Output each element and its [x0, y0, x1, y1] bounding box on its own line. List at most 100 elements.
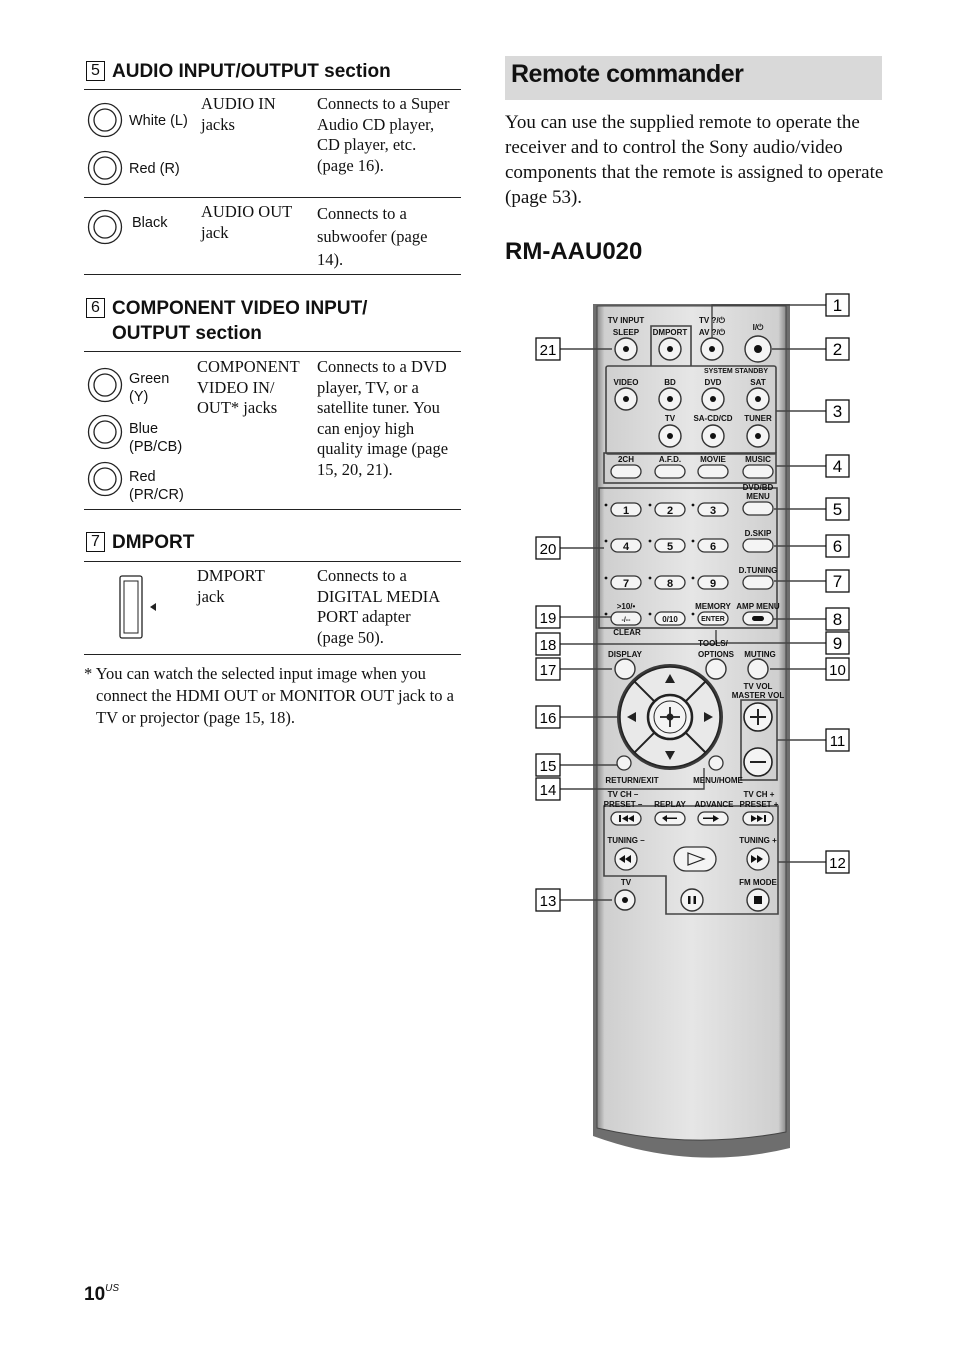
num-6-button[interactable] — [697, 538, 729, 553]
label-menu: MENU — [746, 492, 770, 501]
label-bd: BD — [664, 378, 676, 387]
options-button[interactable] — [705, 658, 727, 680]
play-button[interactable] — [673, 846, 717, 872]
svg-text:4: 4 — [623, 541, 630, 553]
label-movie: MOVIE — [700, 455, 726, 464]
label-video: VIDEO — [614, 378, 639, 387]
label-2ch: 2CH — [618, 455, 634, 464]
label-master-vol: MASTER VOL — [732, 691, 785, 700]
label-clear: CLEAR — [613, 628, 641, 637]
divider — [84, 509, 461, 510]
afd-button[interactable] — [654, 464, 686, 479]
sound-field-box — [603, 452, 777, 484]
divider — [84, 561, 461, 562]
num-5-button[interactable] — [654, 538, 686, 553]
svg-text:15: 15 — [540, 758, 557, 775]
label-afd: A.F.D. — [659, 455, 681, 464]
enter-button[interactable] — [697, 611, 729, 626]
label-music: MUSIC — [745, 455, 771, 464]
divider — [84, 89, 461, 90]
intro-paragraph: You can use the supplied remote to opera… — [505, 112, 884, 208]
svg-text:14: 14 — [540, 782, 557, 799]
num-0-button[interactable] — [654, 611, 686, 626]
menu-home-button[interactable] — [708, 755, 724, 771]
divider — [84, 654, 461, 655]
jack-label-blue: Blue(PB/CB) — [129, 421, 183, 455]
num-2-button[interactable] — [654, 502, 686, 517]
label-sat: SAT — [750, 378, 766, 387]
num-9-button[interactable] — [697, 575, 729, 590]
pause-button[interactable] — [680, 888, 704, 912]
label-tv-input: TV INPUT — [608, 316, 645, 325]
svg-text:12: 12 — [829, 855, 846, 872]
num-7-button[interactable] — [610, 575, 642, 590]
divider — [84, 351, 461, 352]
section-title: COMPONENT VIDEO INPUT/OUTPUT section — [112, 298, 368, 344]
svg-text:0/10: 0/10 — [662, 615, 678, 624]
label-dmport: DMPORT — [653, 328, 688, 337]
jack-label-white: White (L) — [129, 113, 188, 129]
dvd-menu-button[interactable] — [742, 501, 774, 516]
svg-text:1: 1 — [833, 296, 842, 315]
svg-text:6: 6 — [833, 537, 842, 556]
num-8-button[interactable] — [654, 575, 686, 590]
svg-text:20: 20 — [540, 541, 557, 558]
svg-text:7: 7 — [833, 572, 842, 591]
music-button[interactable] — [742, 464, 774, 479]
label-advance: ADVANCE — [695, 800, 735, 809]
muting-button[interactable] — [747, 658, 769, 680]
svg-text:5: 5 — [667, 541, 673, 553]
dskip-button[interactable] — [742, 538, 774, 553]
label-av-power: AV ?/⏻ — [699, 328, 726, 337]
arrow-right-icon — [704, 712, 713, 722]
svg-text:2: 2 — [833, 340, 842, 359]
svg-text:8: 8 — [667, 578, 673, 590]
model-heading: RM-AAU020 — [505, 238, 643, 265]
label-sacd: SA-CD/CD — [693, 414, 732, 423]
dmport-box — [650, 325, 692, 366]
section-title: DMPORT — [112, 532, 195, 553]
label-sleep: SLEEP — [613, 328, 640, 337]
divider — [84, 274, 461, 275]
svg-text:1: 1 — [623, 505, 629, 517]
label-tv2: TV — [621, 878, 632, 887]
jack-red-icon — [87, 461, 123, 497]
footnote: * You can watch the selected input image… — [84, 664, 454, 727]
dash-button[interactable] — [610, 611, 642, 626]
2ch-button[interactable] — [610, 464, 642, 479]
svg-text:8: 8 — [833, 610, 842, 629]
label-dvd-bd: DVD/BD — [743, 483, 774, 492]
movie-button[interactable] — [697, 464, 729, 479]
label-preset-plus: PRESET + — [740, 800, 779, 809]
label-ten: >10/• — [617, 602, 636, 611]
label-dvd: DVD — [705, 378, 722, 387]
nav-pad[interactable] — [617, 664, 723, 770]
jack-black-icon — [87, 209, 123, 245]
return-button[interactable] — [616, 755, 632, 771]
label-amp-menu: AMP MENU — [736, 602, 780, 611]
arrow-left-icon — [627, 712, 636, 722]
num-1-button[interactable] — [610, 502, 642, 517]
page-number: 10US — [84, 1283, 120, 1305]
dtuning-button[interactable] — [742, 575, 774, 590]
label-tuning-plus: TUNING + — [739, 836, 777, 845]
label-system-standby: SYSTEM STANDBY — [704, 368, 768, 375]
jack-green-icon — [87, 367, 123, 403]
arrow-up-icon — [665, 674, 675, 683]
section-title: AUDIO INPUT/OUTPUT section — [112, 61, 391, 82]
label-display: DISPLAY — [608, 650, 643, 659]
svg-text:18: 18 — [540, 637, 557, 654]
label-replay: REPLAY — [654, 800, 686, 809]
num-3-button[interactable] — [697, 502, 729, 517]
svg-text:17: 17 — [540, 662, 557, 679]
display-button[interactable] — [614, 658, 636, 680]
label-tuning-minus: TUNING – — [607, 836, 645, 845]
label-muting: MUTING — [744, 650, 776, 659]
svg-text:5: 5 — [833, 500, 842, 519]
svg-text:7: 7 — [623, 578, 629, 590]
num-4-button[interactable] — [610, 538, 642, 553]
jack-label-green: Green(Y) — [129, 371, 170, 405]
